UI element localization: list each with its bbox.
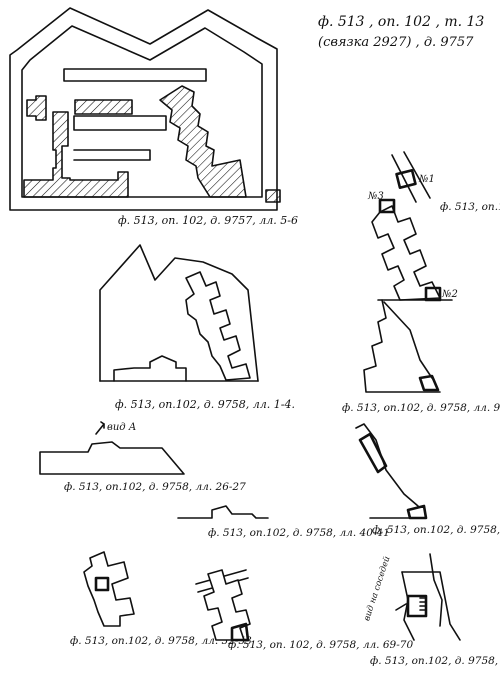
plan-52-53-sketch: ф. 513, оп.102, д. 9758, лл. 52-53 [70, 551, 252, 647]
interior-outline-top [63, 68, 207, 82]
facade-small-sketch: ф. 513, оп.102, д. 9758, лл. 40-41 [177, 505, 390, 539]
building-hatched-strip [74, 99, 133, 115]
sketch-96-101-block [358, 432, 388, 474]
caption-building-mid: ф. 513, оп.102, д. 9758, лл. 1-4. [115, 398, 295, 411]
view-a-arrow [95, 423, 105, 435]
caption-building-right: ф. 513, оп.102, д. 9758, лл. 7 5 [440, 201, 500, 213]
facade-small-outline [177, 505, 269, 519]
sketch-95-99-edge [383, 301, 433, 379]
view-a-arrowhead [100, 421, 105, 429]
label-neighbor-view: вид на соседей [362, 555, 392, 622]
plan-69-70-block [230, 622, 250, 642]
site-outer-boundary [9, 7, 278, 211]
caption-sketch-96-101: ф. 513, оп.102, д. 9758, лл. 96-101 [372, 524, 500, 536]
building-n1-outline [395, 168, 417, 190]
building-mid-outline [99, 244, 259, 382]
caption-plan-69-70: ф. 513, оп. 102, д. 9758, лл. 69-70 [228, 639, 413, 651]
building-hatched-diagonal [159, 85, 247, 198]
plan-52-53-block [94, 576, 110, 592]
label-n3: №3 [367, 191, 384, 202]
building-mid-low-block [113, 355, 187, 382]
sketch-95-99: ф. 513, оп.102, д. 9758, лл. 95-99 [342, 299, 500, 414]
interior-outline-low [73, 149, 151, 161]
plan-54-55-wall-2 [401, 571, 415, 641]
plan-69-70-outline [203, 569, 251, 641]
caption-sketch-95-99: ф. 513, оп.102, д. 9758, лл. 95-99 [342, 402, 500, 414]
building-hatched-left [26, 95, 47, 121]
building-mid-wing [185, 271, 251, 381]
street-line-2 [403, 151, 431, 199]
site-inner-boundary [21, 25, 263, 198]
header: ф. 513 , оп. 102 , т. 13 (связка 2927) ,… [318, 14, 484, 50]
caption-facade-small: ф. 513, оп.102, д. 9758, лл. 40-41 [208, 527, 390, 539]
facade-a-outline [39, 441, 185, 475]
building-right-outline [371, 205, 441, 301]
label-n1: №1 [418, 174, 435, 185]
label-view-a: вид А [107, 422, 136, 433]
building-right-sketch: №1 №3 №2 ф. 513, оп.102, д. 9758, лл. 7 … [367, 151, 500, 302]
sketch-95-99-block [418, 374, 440, 392]
caption-plan-54-55: ф. 513, оп.102, д. 9758, лл. (54)-55 [370, 655, 500, 667]
street-line [391, 154, 417, 203]
building-hatched-l-shape [23, 111, 129, 198]
plan-54-55-boundary [401, 571, 461, 641]
label-n2: №2 [441, 289, 458, 300]
building-mid-sketch: ф. 513, оп.102, д. 9758, лл. 1-4. [99, 244, 295, 411]
main-site-plan: ф. 513, оп. 102, д. 9757, лл. 5-6 [9, 7, 298, 227]
caption-plan-52-53: ф. 513, оп.102, д. 9758, лл. 52-53 [70, 635, 252, 647]
plan-69-70-sketch: ф. 513, оп. 102, д. 9758, лл. 69-70 [195, 569, 413, 651]
neighbor-view-arrow [395, 603, 407, 611]
plan-54-55-wall [429, 553, 443, 627]
sketch-95-99-wall [363, 299, 441, 393]
plan-54-55-stairs [419, 597, 427, 611]
interior-outline-mid [73, 115, 167, 131]
sketch-96-101-corner [406, 504, 428, 520]
caption-facade-a: ф. 513, оп.102, д. 9758, лл. 26-27 [64, 481, 246, 493]
facade-a-sketch: вид А ф. 513, оп.102, д. 9758, лл. 26-27 [39, 421, 246, 493]
building-hatched-corner [265, 189, 281, 203]
header-line-1: ф. 513 , оп. 102 , т. 13 [318, 14, 484, 30]
header-line-2: (связка 2927) , д. 9757 [318, 35, 474, 50]
caption-main-plan: ф. 513, оп. 102, д. 9757, лл. 5-6 [118, 214, 298, 227]
building-n3-outline [378, 198, 396, 214]
building-n2-outline [424, 286, 442, 302]
sketch-96-101: ф. 513, оп.102, д. 9758, лл. 96-101 [355, 423, 500, 536]
